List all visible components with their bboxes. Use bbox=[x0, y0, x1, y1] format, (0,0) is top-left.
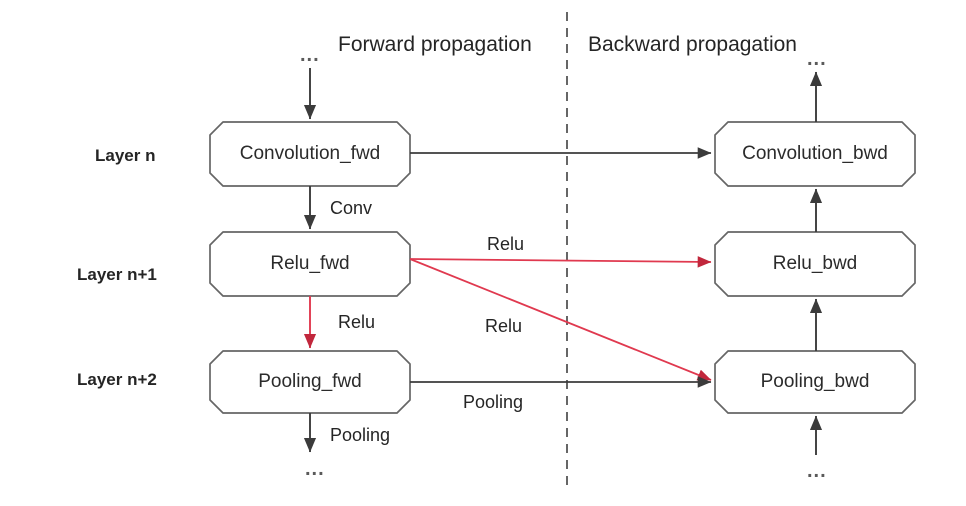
node-relu-fwd-label: Relu_fwd bbox=[270, 253, 350, 274]
ellipsis-backward-output: ... bbox=[807, 48, 827, 70]
edge-label-conv: Conv bbox=[330, 198, 373, 218]
edge-relu-fwd-to-pooling-bwd bbox=[409, 258, 712, 381]
backward-propagation-title: Backward propagation bbox=[588, 33, 797, 56]
node-pooling-fwd[interactable]: Pooling_fwd bbox=[210, 351, 410, 413]
edge-label-pooling-down: Pooling bbox=[330, 425, 391, 445]
layer-label-n-plus-2: Layer n+2 bbox=[77, 370, 157, 389]
node-pooling-fwd-label: Pooling_fwd bbox=[258, 371, 362, 392]
node-relu-bwd-label: Relu_bwd bbox=[772, 253, 858, 274]
forward-propagation-title: Forward propagation bbox=[338, 33, 532, 56]
edge-label-relu-cross-top: Relu bbox=[487, 234, 525, 254]
ellipsis-backward-input: ... bbox=[807, 460, 827, 482]
node-shape-convolution-fwd bbox=[209, 121, 411, 187]
node-pooling-bwd-label: Pooling_bwd bbox=[760, 371, 870, 392]
edge-label-relu-cross-diagonal: Relu bbox=[485, 316, 523, 336]
node-pooling-bwd[interactable]: Pooling_bwd bbox=[715, 351, 915, 413]
node-relu-bwd[interactable]: Relu_bwd bbox=[715, 232, 915, 296]
node-shape-pooling-bwd bbox=[714, 350, 916, 414]
layer-label-n-plus-1: Layer n+1 bbox=[77, 265, 157, 284]
node-shape-relu-bwd bbox=[714, 231, 916, 297]
node-convolution-bwd-label: Convolution_bwd bbox=[742, 143, 888, 164]
ellipsis-forward-output: ... bbox=[305, 458, 325, 480]
node-convolution-fwd[interactable]: Convolution_fwd bbox=[210, 122, 410, 186]
node-shape-pooling-fwd bbox=[209, 350, 411, 414]
node-convolution-bwd[interactable]: Convolution_bwd bbox=[715, 122, 915, 186]
edge-label-relu-down: Relu bbox=[338, 312, 376, 332]
node-convolution-fwd-label: Convolution_fwd bbox=[239, 143, 381, 164]
edge-label-pooling-cross: Pooling bbox=[463, 392, 524, 412]
node-shape-relu-fwd bbox=[209, 231, 411, 297]
layer-label-n: Layer n bbox=[95, 146, 156, 165]
node-relu-fwd[interactable]: Relu_fwd bbox=[210, 232, 410, 296]
edge-relu-fwd-to-relu-bwd bbox=[409, 256, 712, 268]
ellipsis-forward-input: ... bbox=[300, 44, 320, 66]
node-shape-convolution-bwd bbox=[714, 121, 916, 187]
